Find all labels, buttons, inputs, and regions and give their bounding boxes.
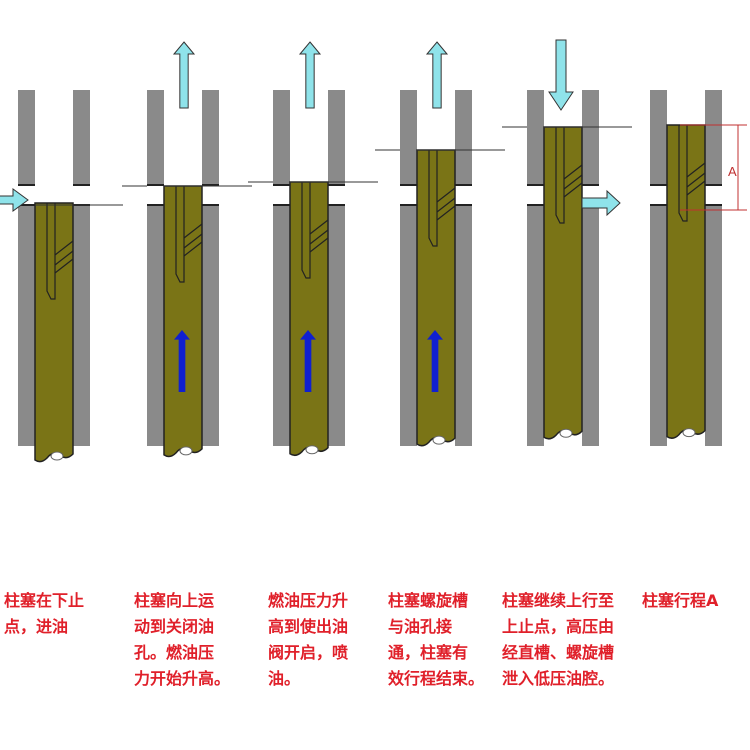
- helix-groove: [54, 240, 74, 274]
- barrel-wall: [400, 205, 417, 446]
- barrel-wall: [455, 90, 472, 185]
- barrel-wall: [73, 205, 90, 446]
- barrel-wall: [202, 90, 219, 185]
- plunger-up-arrow: [427, 330, 443, 392]
- plunger: [416, 149, 456, 447]
- plunger: [34, 202, 74, 463]
- helix-groove: [686, 162, 706, 196]
- fuel-outlet-arrow: [425, 41, 449, 109]
- helix-groove: [436, 187, 456, 221]
- barrel-wall: [73, 90, 90, 185]
- plunger-cut-end: [179, 446, 193, 456]
- barrel-wall: [527, 90, 544, 185]
- caption-stage-6: 柱塞行程A: [642, 591, 719, 610]
- barrel-wall: [147, 90, 164, 185]
- barrel-wall: [273, 205, 290, 446]
- fuel-inlet-arrow: [0, 188, 29, 212]
- spill-out-arrow: [581, 189, 621, 217]
- caption-stage-1: 柱塞在下止 点，进油: [4, 591, 85, 636]
- stroke-label: A: [728, 164, 737, 179]
- vertical-slot: [555, 127, 565, 224]
- plunger-cut-end: [50, 451, 64, 461]
- helix-groove: [309, 219, 329, 253]
- plunger: [543, 126, 583, 440]
- caption-stage-5: 柱塞继续上行至 上止点，高压由 经直槽、螺旋槽 泄入低压油腔。: [502, 591, 615, 688]
- plunger-up-arrow: [174, 330, 190, 392]
- vertical-slot: [46, 203, 56, 300]
- barrel-wall: [705, 90, 722, 185]
- caption-stage-4: 柱塞螺旋槽 与油孔接 通，柱塞有 效行程结束。: [388, 591, 485, 688]
- stage-panel-1: [0, 90, 123, 463]
- fuel-outlet-arrow: [172, 41, 196, 109]
- plunger: [163, 185, 203, 458]
- plunger: [666, 124, 706, 439]
- pressure-down-arrow: [548, 39, 574, 111]
- barrel-wall: [147, 205, 164, 446]
- barrel-wall: [705, 205, 722, 446]
- plunger: [289, 181, 329, 457]
- barrel-wall: [582, 205, 599, 446]
- fuel-outlet-arrow: [298, 41, 322, 109]
- vertical-slot: [428, 150, 438, 247]
- barrel-wall: [527, 205, 544, 446]
- barrel-wall: [582, 90, 599, 185]
- barrel-wall: [400, 90, 417, 185]
- barrel-wall: [455, 205, 472, 446]
- vertical-slot: [175, 186, 185, 283]
- caption-stage-2: 柱塞向上运 动到关闭油 孔。燃油压 力开始升高。: [134, 591, 231, 688]
- helix-groove: [183, 223, 203, 257]
- barrel-wall: [18, 205, 35, 446]
- helix-groove: [563, 164, 583, 198]
- barrel-wall: [328, 205, 345, 446]
- plunger-cut-end: [559, 428, 573, 438]
- stage-panel-5: [502, 39, 632, 446]
- stage-panel-2: [122, 41, 252, 458]
- plunger-cut-end: [682, 428, 696, 438]
- caption-stage-3: 燃油压力升 高到使出油 阀开启，喷 油。: [268, 591, 349, 688]
- barrel-wall: [273, 90, 290, 185]
- plunger-cut-end: [432, 435, 446, 445]
- stage-panel-6: A: [650, 90, 747, 446]
- barrel-wall: [18, 90, 35, 185]
- plunger-up-arrow: [300, 330, 316, 392]
- stage-panel-4: [375, 41, 505, 447]
- vertical-slot: [678, 125, 688, 222]
- barrel-wall: [328, 90, 345, 185]
- vertical-slot: [301, 182, 311, 279]
- plunger-cut-end: [305, 445, 319, 455]
- stage-panel-3: [248, 41, 378, 457]
- barrel-wall: [650, 90, 667, 185]
- barrel-wall: [650, 205, 667, 446]
- barrel-wall: [202, 205, 219, 446]
